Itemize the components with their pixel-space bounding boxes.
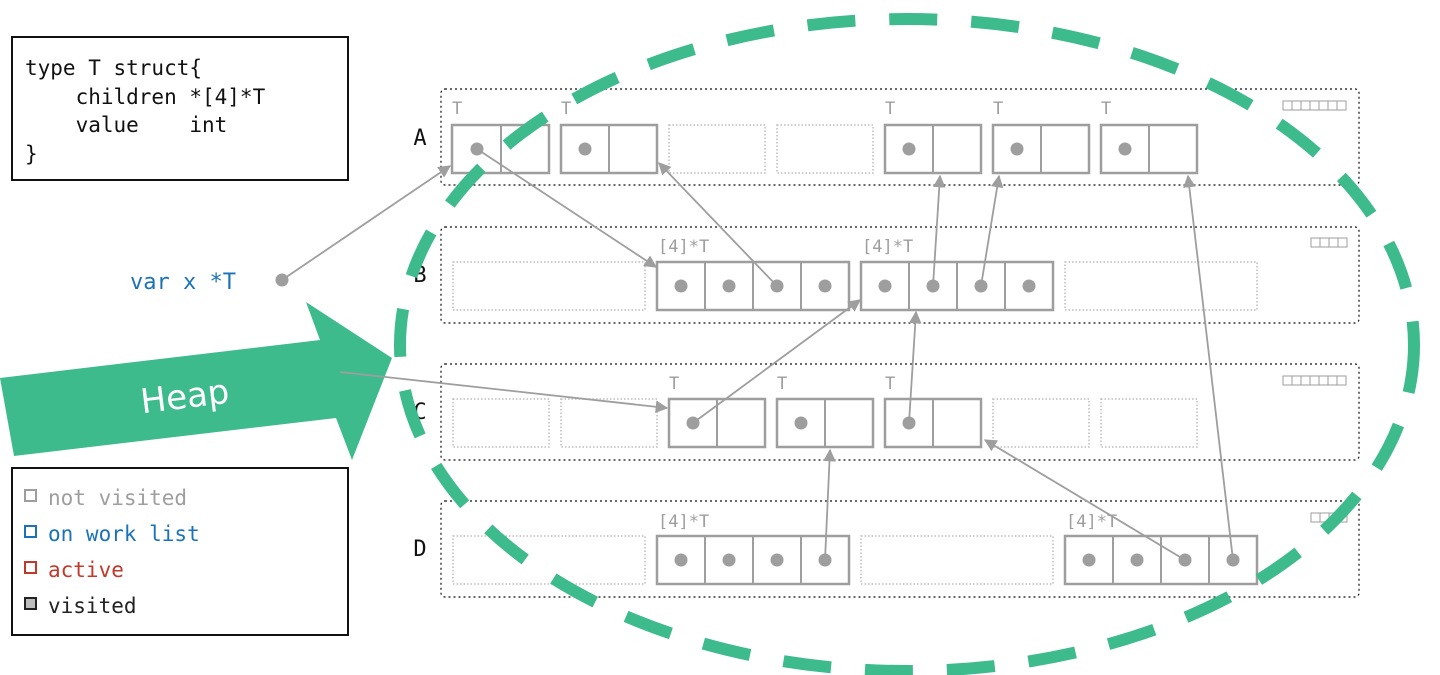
legend-label: active	[48, 558, 124, 582]
span-bitmap-icon	[1310, 237, 1348, 248]
free-slot	[992, 398, 1090, 448]
type-label: T	[993, 99, 1003, 119]
pointer-arrow	[983, 439, 1186, 561]
struct-definition-box: type T struct{ children *[4]*T value int…	[11, 36, 349, 181]
pointer-dot	[674, 279, 688, 293]
legend-label: visited	[48, 594, 137, 618]
free-slot	[452, 398, 550, 448]
heap-object	[775, 397, 875, 449]
span-row-c: C T T T	[413, 363, 1360, 461]
heap-arrow: Heap	[0, 302, 392, 460]
pointer-arrow	[1183, 174, 1234, 561]
pointer-dot	[770, 553, 784, 567]
free-slot	[560, 398, 658, 448]
legend-item-not-visited: not visited	[24, 486, 187, 510]
heap-array-object	[655, 534, 851, 586]
pointer-dot	[578, 142, 592, 156]
free-slot	[776, 124, 874, 174]
pointer-arrow	[823, 448, 836, 561]
pointer-arrow	[980, 174, 1004, 287]
span-row-d: D [4]*T [4]*T	[413, 500, 1360, 598]
type-label: T	[452, 99, 462, 119]
legend: not visited on work list active visited	[11, 467, 349, 636]
span-bitmap-icon	[1282, 100, 1347, 111]
type-label: T	[885, 374, 895, 394]
pointer-dot	[674, 553, 688, 567]
type-label: [4]*T	[862, 237, 913, 257]
legend-item-visited: visited	[24, 594, 137, 618]
pointer-arrow	[339, 371, 669, 414]
free-slot	[1064, 261, 1258, 311]
heap-object	[883, 123, 983, 175]
pointer-dot	[1118, 142, 1132, 156]
type-label: [4]*T	[1066, 512, 1117, 532]
legend-item-active: active	[24, 558, 124, 582]
heap-array-object	[859, 260, 1055, 312]
type-label: T	[777, 374, 787, 394]
pointer-dot	[722, 553, 736, 567]
pointer-dot	[1022, 279, 1036, 293]
heap-object	[559, 123, 659, 175]
variable-label: var x *T	[130, 270, 236, 295]
free-slot	[1100, 398, 1198, 448]
heap-object	[450, 123, 551, 175]
pointer-dot	[818, 279, 832, 293]
pointer-arrow	[281, 165, 452, 281]
pointer-arrow	[932, 174, 946, 287]
pointer-dot	[722, 279, 736, 293]
variable-x: var x *T	[130, 270, 289, 295]
legend-label: on work list	[48, 522, 200, 546]
heap-object	[991, 123, 1091, 175]
legend-item-on-work-list: on work list	[24, 522, 200, 546]
pointer-edges	[281, 148, 1234, 561]
legend-label: not visited	[48, 486, 187, 510]
span-bitmap-icon	[1282, 375, 1347, 386]
heap-object	[883, 397, 983, 449]
pointer-arrow	[658, 162, 778, 287]
heap-array-object	[1063, 534, 1259, 586]
pointer-dot	[1082, 553, 1096, 567]
pointer-dot	[794, 416, 808, 430]
pointer-arrow	[908, 310, 922, 424]
free-slot	[668, 124, 766, 174]
row-label: A	[413, 126, 426, 151]
pointer-arrow	[476, 148, 658, 268]
heap-array-object	[655, 260, 851, 312]
free-slot	[452, 261, 646, 311]
pointer-dot	[902, 142, 916, 156]
row-label: D	[413, 537, 426, 562]
type-label: [4]*T	[658, 237, 709, 257]
heap-boundary-ellipse	[394, 13, 1420, 675]
type-label: T	[885, 99, 895, 119]
span-row-a: A T T T T T	[413, 88, 1360, 186]
span-row-b: B [4]*T [4]*T	[413, 226, 1360, 324]
free-slot	[860, 535, 1054, 585]
type-label: T	[561, 99, 571, 119]
pointer-arrow	[692, 299, 862, 424]
type-label: [4]*T	[658, 512, 709, 532]
code-line-2: children *[4]*T	[25, 85, 266, 109]
code-line-1: type T struct{	[25, 56, 202, 80]
heap-object	[1099, 123, 1199, 175]
pointer-dot	[878, 279, 892, 293]
code-line-4: }	[25, 142, 38, 166]
type-label: T	[669, 374, 679, 394]
pointer-dot	[1130, 553, 1144, 567]
code-line-3: value int	[25, 113, 227, 137]
free-slot	[452, 535, 646, 585]
type-label: T	[1101, 99, 1111, 119]
pointer-dot	[1010, 142, 1024, 156]
